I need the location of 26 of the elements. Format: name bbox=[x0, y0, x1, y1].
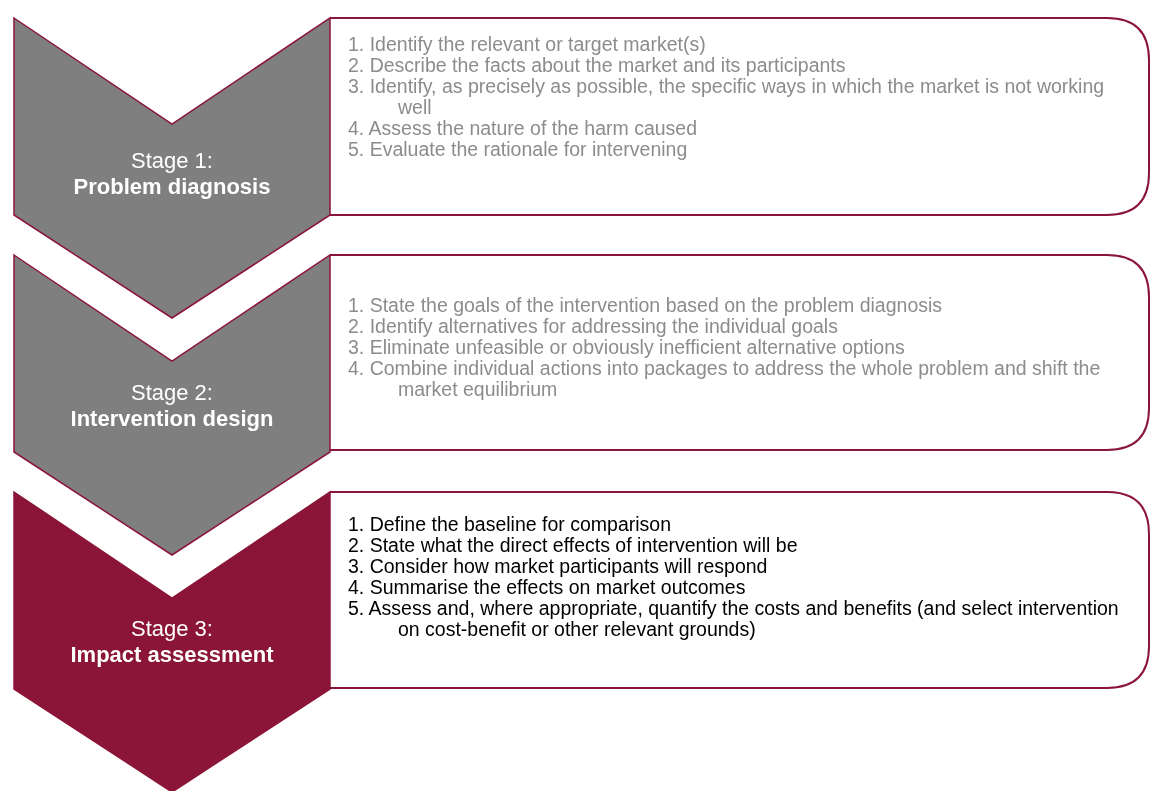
stage-number: Stage 3: bbox=[130, 616, 214, 642]
list-item: 4. Assess the nature of the harm caused bbox=[348, 118, 699, 139]
chevron-shape bbox=[14, 18, 330, 318]
stage-title: Impact assessment bbox=[69, 642, 275, 668]
list-item: 3. Eliminate unfeasible or obviously inefficient alternative options bbox=[348, 337, 906, 358]
rounded-panel bbox=[330, 255, 1149, 450]
list-item: 3. Identify, as precisely as possible, the specific ways in which the market is not working well bbox=[348, 76, 1106, 118]
stage-number: Stage 1: bbox=[130, 148, 214, 174]
list-item: 4. Combine individual actions into packages to address the whole problem and shift the market equilibrium bbox=[348, 358, 1102, 400]
list-item: 4. Summarise the effects on market outcomes bbox=[348, 577, 746, 598]
list-item: 1. Identify the relevant or target market(s) bbox=[348, 34, 707, 55]
list-item: 1. Define the baseline for comparison bbox=[348, 514, 673, 535]
rounded-panel bbox=[330, 492, 1149, 688]
chevron-shape bbox=[14, 492, 330, 791]
list-item: 2. Identify alternatives for addressing the individual goals bbox=[348, 316, 838, 337]
rounded-panel bbox=[330, 18, 1149, 215]
stage-title: Intervention design bbox=[69, 406, 275, 432]
chevron-shape bbox=[14, 255, 330, 555]
list-item: 1. State the goals of the intervention based on the problem diagnosis bbox=[348, 295, 944, 316]
stage-title: Problem diagnosis bbox=[72, 174, 272, 200]
list-item: 3. Consider how market participants will respond bbox=[348, 556, 769, 577]
list-item: 2. Describe the facts about the market and its participants bbox=[348, 55, 847, 76]
list-item: 5. Evaluate the rationale for intervening bbox=[348, 139, 689, 160]
list-item: 5. Assess and, where appropriate, quantify the costs and benefits (and select intervention on cost-benefit or other relevant grounds) bbox=[348, 598, 1120, 640]
stage-number: Stage 2: bbox=[130, 380, 214, 406]
list-item: 2. State what the direct effects of intervention will be bbox=[348, 535, 799, 556]
